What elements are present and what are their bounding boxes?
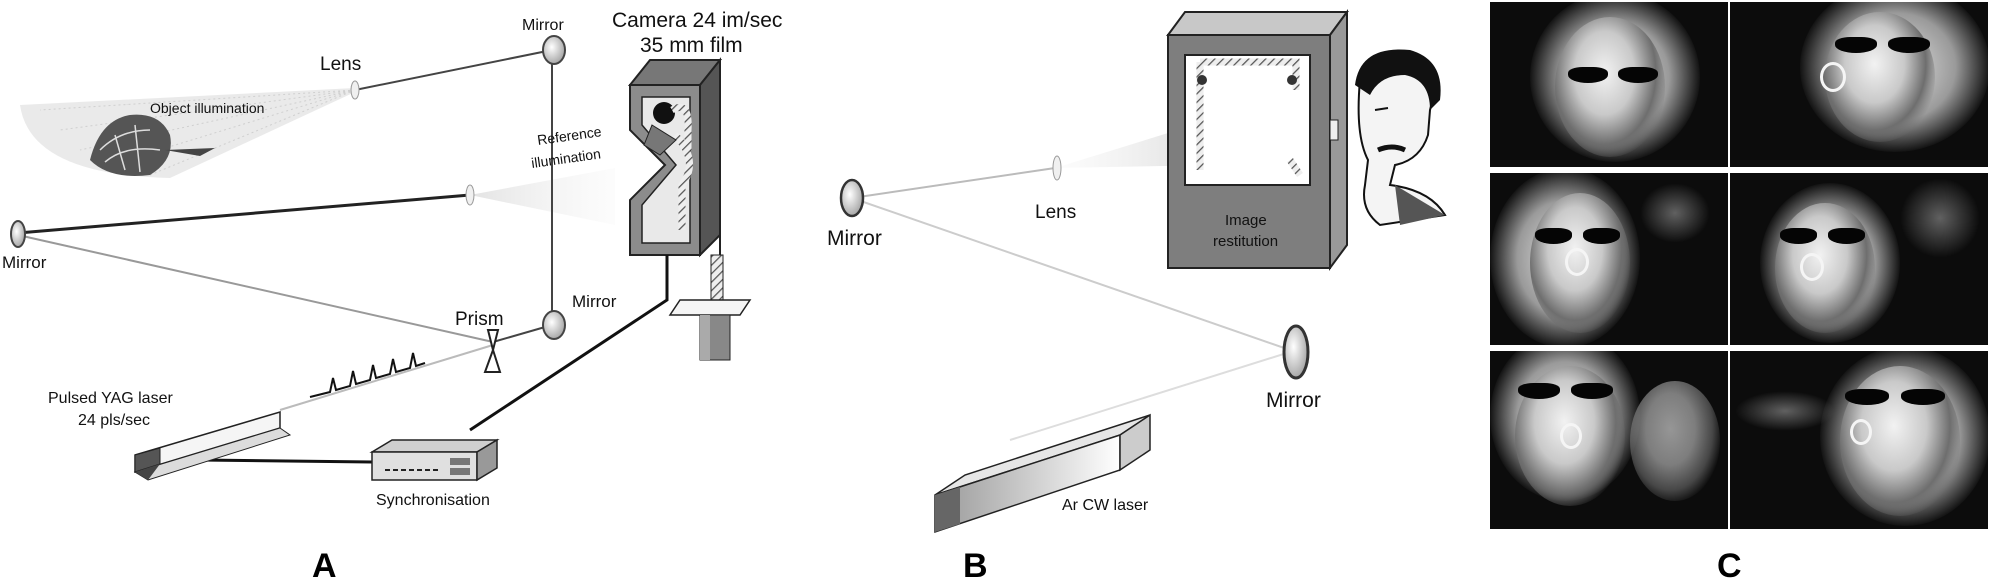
pulse-train: [309, 352, 426, 398]
hologram-frame-1: [1490, 2, 1728, 167]
label-camera-line1: Camera 24 im/sec: [612, 9, 782, 32]
hologram-frame-4: [1730, 173, 1988, 345]
hologram-frame-6: [1730, 351, 1988, 529]
label-mirror-right-b: Mirror: [1266, 389, 1321, 412]
panel-letter-b: B: [963, 547, 988, 583]
mirror-top-a: [542, 35, 566, 65]
ar-cw-laser: [934, 413, 1151, 534]
mirror-right-b: [1282, 324, 1310, 380]
lens-b: [1052, 155, 1062, 181]
label-image-line2: restitution: [1213, 233, 1278, 250]
label-lens-a: Lens: [320, 54, 361, 75]
mirror-left-a: [10, 220, 26, 248]
panel-a: Lens Object illumination Mirror Camera 2…: [2, 9, 782, 585]
panel-letter-a: A: [312, 547, 337, 583]
label-prism: Prism: [455, 309, 504, 330]
label-image-line1: Image: [1225, 212, 1267, 229]
mirror-right-a: [542, 310, 566, 340]
sync-cable-camera: [469, 255, 669, 432]
film-camera: [627, 57, 752, 361]
pulsed-yag-laser: [133, 410, 292, 481]
viewer-head-icon: [1355, 49, 1447, 227]
film-reel-icon: [653, 102, 675, 124]
label-lens-b: Lens: [1035, 202, 1076, 223]
hologram-frame-2: [1730, 2, 1988, 167]
reference-lens: [465, 184, 475, 206]
label-laser-line2: 24 pls/sec: [78, 412, 150, 429]
label-mirror-top-a: Mirror: [522, 17, 564, 34]
image-restitution-box: [1166, 8, 1349, 272]
label-mirror-left-a: Mirror: [2, 253, 47, 272]
object-sculpture-icon: [90, 114, 215, 176]
label-camera-line2: 35 mm film: [640, 34, 743, 57]
hologram-frame-3: [1490, 173, 1728, 345]
lens-a: [350, 80, 360, 100]
label-mirror-right-a: Mirror: [572, 292, 617, 311]
panel-letter-c: C: [1717, 547, 1742, 583]
synchronisation-unit: [369, 438, 500, 482]
label-synchronisation: Synchronisation: [376, 492, 490, 509]
label-reference-line2: illumination: [530, 145, 602, 171]
label-laser-line1: Pulsed YAG laser: [48, 390, 173, 407]
reference-illumination-cone: [470, 168, 615, 225]
mirror-left-b: [839, 178, 865, 218]
label-ar-cw-laser: Ar CW laser: [1062, 497, 1149, 514]
label-mirror-left-b: Mirror: [827, 227, 882, 250]
label-reference-line1: Reference: [536, 123, 602, 148]
hologram-frame-5: [1490, 351, 1728, 529]
prism: [483, 329, 502, 373]
panel-b: Mirror Lens Image restitution Mirror Ar …: [827, 8, 1447, 585]
label-object-illumination: Object illumination: [150, 100, 264, 116]
sync-cable-laser: [199, 458, 373, 464]
